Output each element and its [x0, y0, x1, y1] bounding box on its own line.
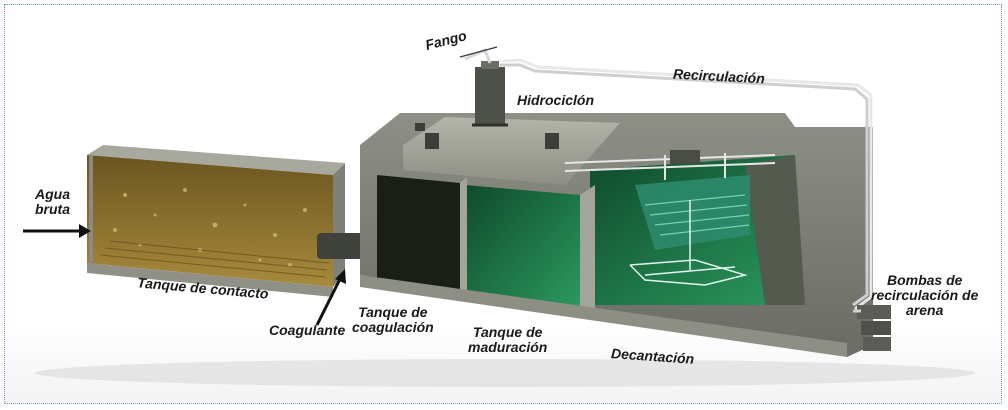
- scraper-mechanism: [629, 200, 748, 286]
- label-coagulante: Coagulante: [269, 322, 346, 338]
- diagram-frame: Agua bruta Tanque de contacto Coagulante…: [4, 4, 1002, 404]
- label-bombas-line1: Bombas de: [886, 272, 963, 288]
- diffuser-grid: [99, 240, 330, 278]
- ground-shadow: [35, 359, 975, 387]
- label-tanque-coagulacion: Tanque de coagulación: [352, 305, 434, 335]
- label-tanque-maduracion-line2: maduración: [468, 339, 548, 355]
- label-bombas-recirculacion: Bombas de recirculación de arena: [871, 273, 978, 318]
- label-agua-bruta: Agua bruta: [35, 187, 70, 217]
- sludge-pipe: [459, 46, 498, 64]
- label-tanque-maduracion-line1: Tanque de: [472, 324, 543, 340]
- aeration-bubbles: [113, 188, 307, 267]
- label-bombas-line3: arena: [906, 302, 944, 318]
- label-bombas-line2: recirculación de: [871, 287, 979, 303]
- label-agua-bruta-line1: Agua: [35, 186, 70, 202]
- main-basin: [360, 113, 873, 357]
- label-tanque-coagulacion-line2: coagulación: [352, 319, 434, 335]
- raw-water-arrow: [23, 224, 91, 238]
- label-agua-bruta-line2: bruta: [35, 201, 70, 217]
- hydrocyclone: [472, 61, 508, 127]
- coagulant-arrow: [315, 269, 346, 326]
- label-tanque-coagulacion-line1: Tanque de: [358, 304, 428, 320]
- plant-illustration: [23, 46, 975, 387]
- label-tanque-maduracion: Tanque de maduración: [468, 325, 547, 355]
- sand-pumps: [853, 305, 891, 351]
- recirculation-pipe: [500, 58, 873, 311]
- label-hidrociclon: Hidrociclón: [517, 92, 595, 108]
- lamella-settlers: [644, 194, 750, 236]
- contact-tank: [87, 145, 345, 297]
